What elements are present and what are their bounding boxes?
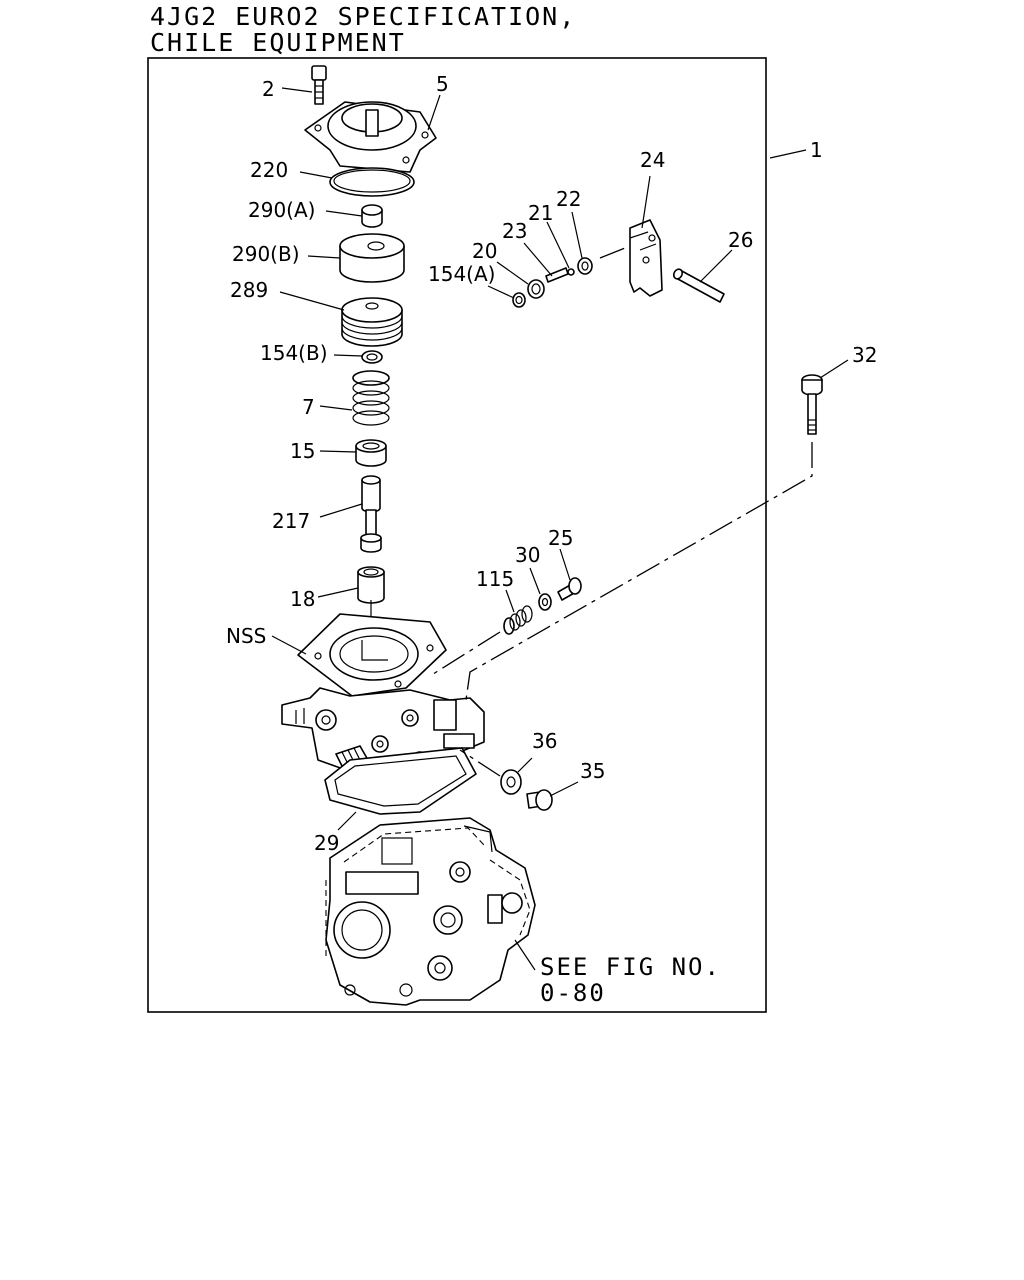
assembly-frame [147,57,767,1013]
callout-1: 1 [810,138,823,162]
part-217-plunger[interactable] [360,475,382,553]
callout-154a: 154(A) [428,262,495,286]
part-30-washer[interactable] [538,593,552,611]
part-220-o-ring[interactable] [329,167,415,197]
leader-lines [271,87,849,971]
part-115-spring[interactable] [503,605,533,635]
callout-23: 23 [502,219,527,243]
part-36-washer[interactable] [500,769,522,795]
part-20-bushing[interactable] [527,279,545,299]
callout-29: 29 [314,831,339,855]
alignment-line-spring-115 [429,631,501,677]
callout-24: 24 [640,148,665,172]
callout-32: 32 [852,343,877,367]
part-15-spring-seat[interactable] [355,439,387,467]
part-22-nut[interactable] [577,257,593,275]
part-290a-shim[interactable] [361,204,383,228]
part-29-gasket[interactable] [324,747,477,815]
callout-22: 22 [556,187,581,211]
callout-35: 35 [580,759,605,783]
callout-220: 220 [250,158,288,182]
alignment-line-bracket [599,245,631,259]
callout-290a: 290(A) [248,198,315,222]
callout-289: 289 [230,278,268,302]
callout-290b: 290(B) [232,242,300,266]
diagram-title-line-2: CHILE EQUIPMENT [150,28,406,57]
diagram-title-line-1: 4JG2 EURO2 SPECIFICATION, [150,2,577,31]
part-24-bracket[interactable] [629,219,663,297]
callout-20: 20 [472,239,497,263]
callout-217: 217 [272,509,310,533]
part-25-screw[interactable] [557,577,582,601]
part-290b-collar[interactable] [339,233,405,283]
callout-15: 15 [290,439,315,463]
callout-154b: 154(B) [260,341,328,365]
part-5-cover[interactable] [304,101,437,173]
part-32-bolt[interactable] [801,374,823,435]
callout-26: 26 [728,228,753,252]
part-18-sleeve[interactable] [357,566,385,650]
part-154b-ring[interactable] [361,350,383,364]
callout-115: 115 [476,567,514,591]
callout-nss: NSS [226,624,266,648]
part-289-piston[interactable] [341,297,403,347]
part-7-spring[interactable] [352,370,390,426]
see-fig-note-line-2: 0-80 [540,979,606,1007]
alignment-line-washer-36 [459,749,501,777]
injection-pump-body[interactable] [325,817,536,1006]
part-2-bolt[interactable] [311,65,327,105]
part-35-screw[interactable] [526,789,553,811]
callout-7: 7 [302,395,315,419]
see-fig-note-line-1: SEE FIG NO. [540,953,721,981]
callout-5: 5 [436,72,449,96]
part-21-washer[interactable] [567,268,575,276]
callout-30: 30 [515,543,540,567]
part-26-pin[interactable] [672,268,725,303]
callout-18: 18 [290,587,315,611]
alignment-line-bolt-32 [465,442,813,701]
callout-2: 2 [262,77,275,101]
part-154a-ring[interactable] [512,292,526,308]
callout-25: 25 [548,526,573,550]
callout-36: 36 [532,729,557,753]
callout-21: 21 [528,201,553,225]
part-23-pin[interactable] [545,267,569,283]
